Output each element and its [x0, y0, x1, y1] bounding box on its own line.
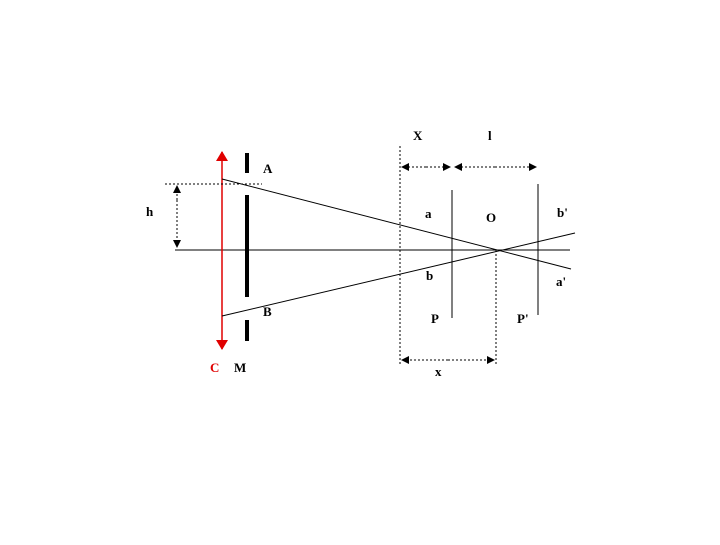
- label-a-plane: a: [425, 206, 432, 221]
- label-b-plane: b: [426, 268, 433, 283]
- label-a-prime: a': [556, 274, 566, 289]
- label-m: M: [234, 360, 246, 375]
- label-b-prime: b': [557, 205, 568, 220]
- label-p-prime: P': [517, 311, 529, 326]
- label-x-upper: X: [413, 128, 423, 143]
- label-o: O: [486, 210, 496, 225]
- label-b-slit: B: [263, 304, 272, 319]
- ray-from-a: [221, 178, 572, 270]
- label-h: h: [146, 204, 154, 219]
- label-l: l: [488, 128, 492, 143]
- label-c: C: [210, 360, 219, 375]
- label-a-slit: A: [263, 161, 273, 176]
- label-x-lower: x: [435, 364, 442, 379]
- label-p: P: [431, 311, 439, 326]
- ray-from-b: [221, 232, 576, 317]
